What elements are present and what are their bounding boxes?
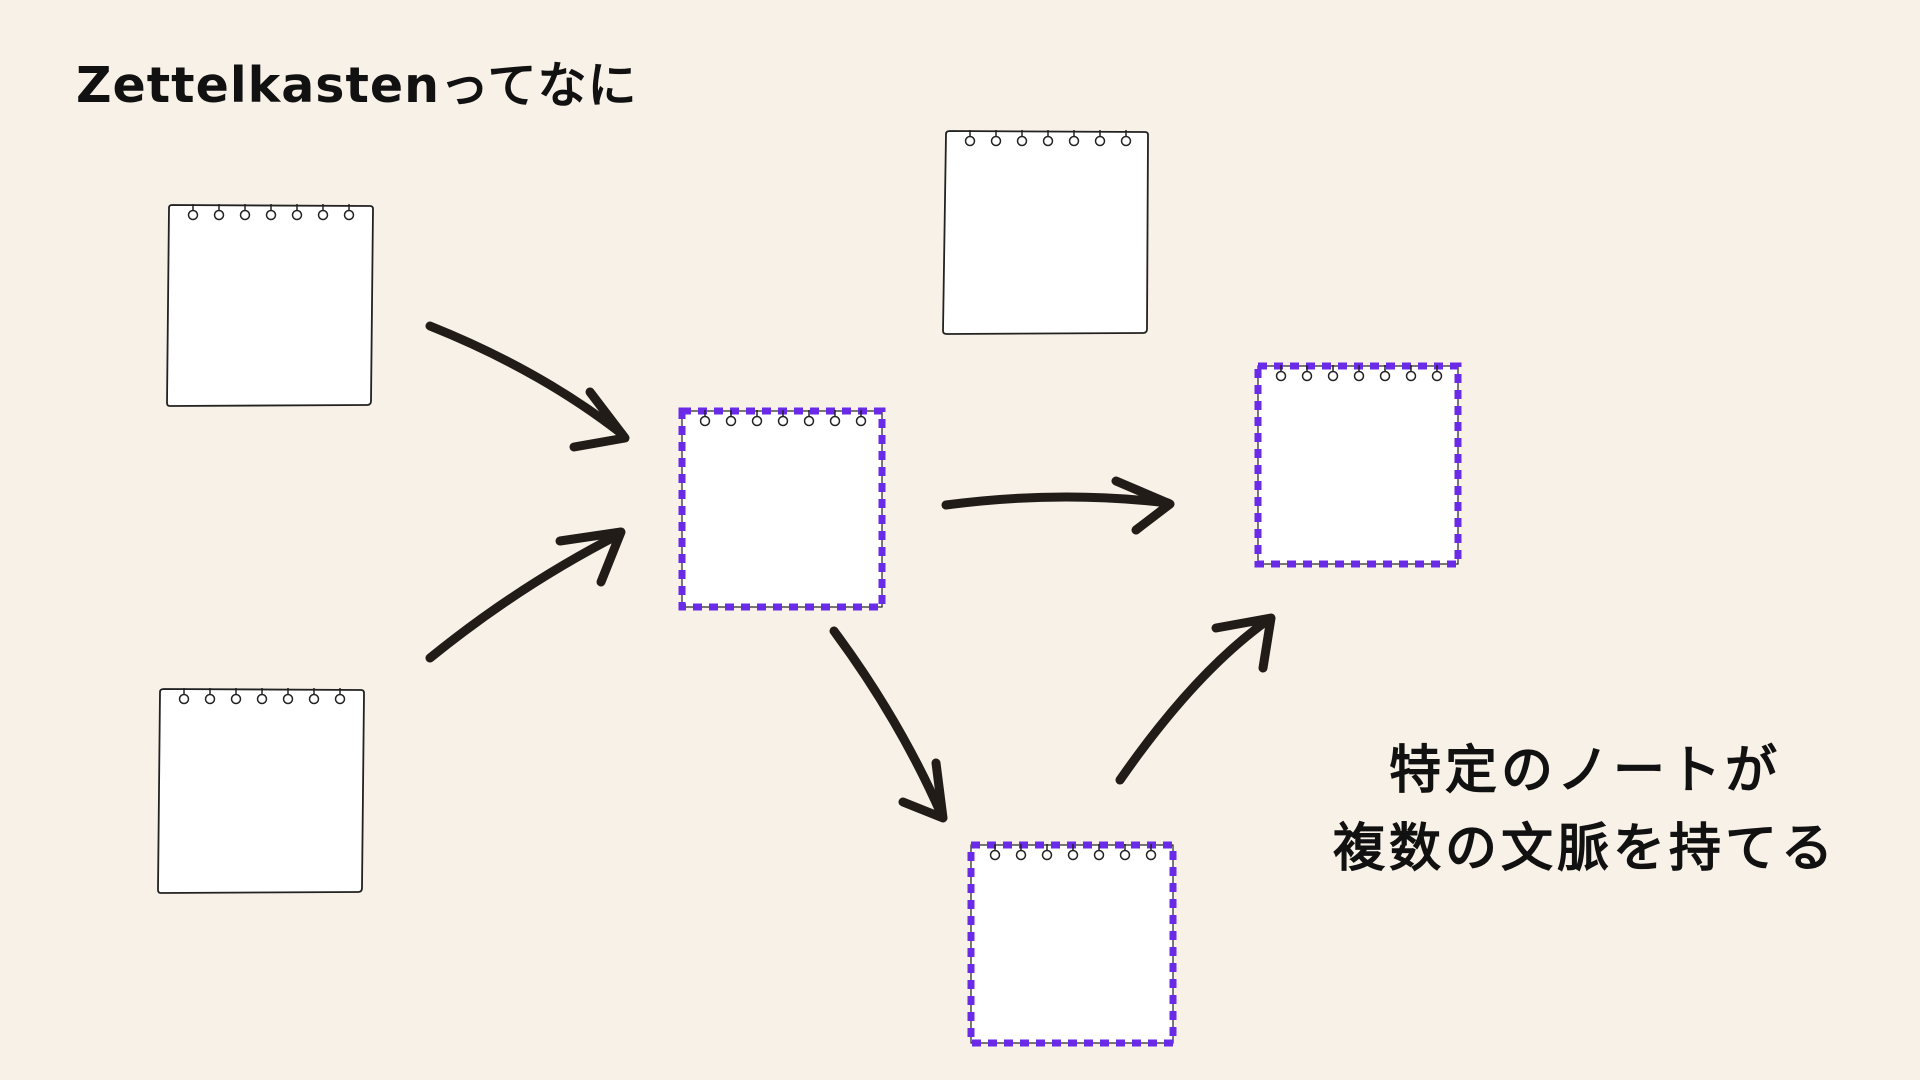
- spiral-rings-icon: [178, 688, 346, 705]
- note-card-center-highlighted: [678, 407, 886, 611]
- note-card-bottom-highlighted: [967, 841, 1177, 1047]
- caption: 特定のノートが 複数の文脈を持てる: [1255, 732, 1915, 888]
- spiral-rings-icon: [989, 844, 1157, 861]
- spiral-rings-icon: [699, 410, 867, 427]
- spiral-rings-icon: [964, 130, 1132, 147]
- slide-title: Zettelkastenってなに: [76, 57, 638, 114]
- arrow-bottom-left-to-center: [425, 527, 626, 663]
- note-card-top-center: [942, 130, 1149, 335]
- arrow-bottom-to-right: [1115, 613, 1276, 785]
- note-card-top-left: [166, 204, 374, 407]
- spiral-rings-icon: [1275, 365, 1443, 382]
- note-card-bottom-left: [157, 688, 365, 894]
- caption-line-1: 特定のノートが: [1388, 741, 1781, 801]
- spiral-rings-icon: [187, 204, 355, 221]
- arrow-center-to-bottom: [829, 626, 948, 823]
- arrow-top-left-to-center: [425, 321, 630, 452]
- caption-line-2: 複数の文脈を持てる: [1332, 819, 1837, 879]
- note-card-right-highlighted: [1254, 362, 1462, 568]
- arrow-center-to-right: [941, 476, 1175, 535]
